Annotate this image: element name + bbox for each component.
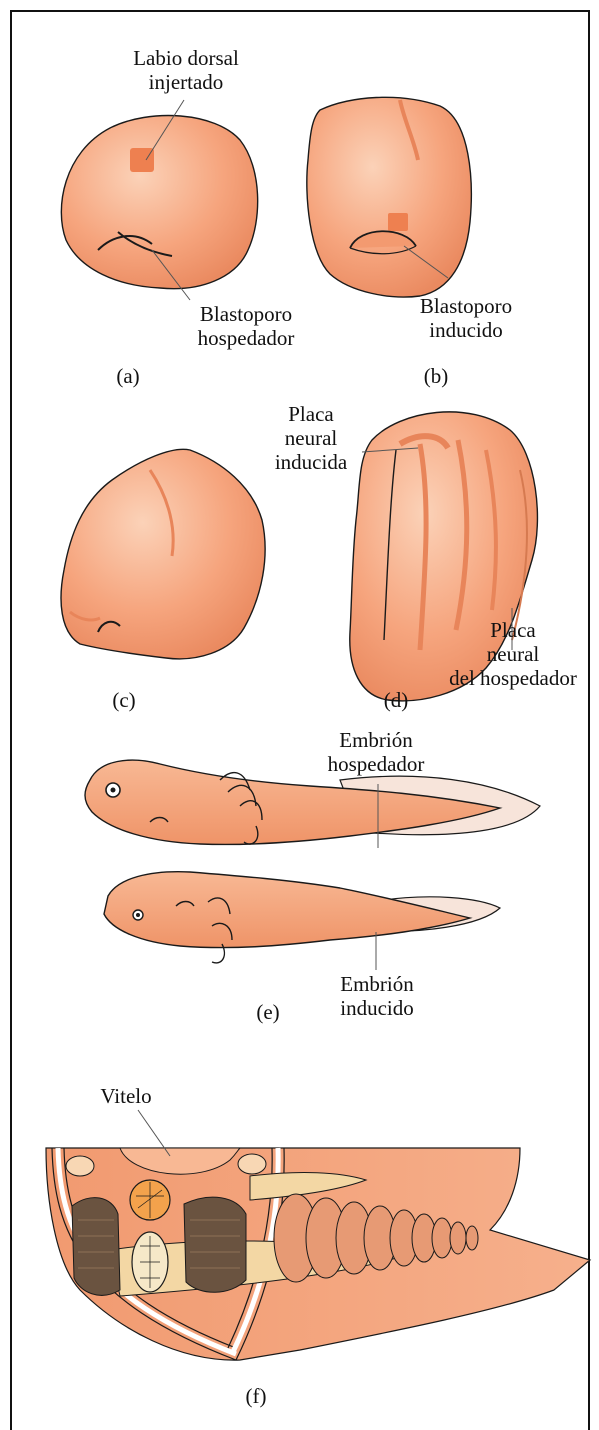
caption-f: (f) (236, 1384, 276, 1408)
panel-f (46, 1110, 590, 1360)
label-host-blastopore-line2: hospedador (176, 326, 316, 350)
induced-embryo-pupil (136, 913, 140, 917)
gastrula-host-egg (61, 116, 257, 289)
label-induced-blastopore-line2: inducido (406, 318, 526, 342)
caption-b: (b) (416, 364, 456, 388)
panel-a (61, 100, 257, 300)
label-host-embryo: Embrión hospedador (314, 728, 438, 776)
caption-a: (a) (108, 364, 148, 388)
grafted-dorsal-lip-patch (130, 148, 154, 172)
label-induced-embryo-line1: Embrión (322, 972, 432, 996)
label-induced-blastopore-line1: Blastoporo (406, 294, 526, 318)
label-host-embryo-line1: Embrión (314, 728, 438, 752)
caption-d: (d) (376, 688, 416, 712)
panel-b (307, 97, 471, 297)
label-induced-neural-plate-line1: Placa (258, 402, 364, 426)
induced-embryo-body (104, 872, 470, 948)
label-host-neural-plate-line3: del hospedador (430, 666, 596, 690)
panel-e (85, 760, 540, 970)
panel-c (61, 449, 265, 659)
label-vitelo: Vitelo (80, 1084, 172, 1108)
label-induced-neural-plate-line2: neural (258, 426, 364, 450)
label-host-neural-plate: Placa neural del hospedador (430, 618, 596, 690)
caption-e: (e) (248, 1000, 288, 1024)
label-grafted-dorsal-lip-line2: injertado (116, 70, 256, 94)
label-host-neural-plate-line1: Placa (430, 618, 596, 642)
label-host-neural-plate-line2: neural (430, 642, 596, 666)
label-host-blastopore: Blastoporo hospedador (176, 302, 316, 350)
label-induced-neural-plate: Placa neural inducida (258, 402, 364, 474)
label-host-blastopore-line1: Blastoporo (176, 302, 316, 326)
label-grafted-dorsal-lip: Labio dorsal injertado (116, 46, 256, 94)
caption-c: (c) (104, 688, 144, 712)
graft-patch-b (388, 213, 408, 231)
upper-right-tube (238, 1154, 266, 1174)
label-induced-neural-plate-line3: inducida (258, 450, 364, 474)
label-host-embryo-line2: hospedador (314, 752, 438, 776)
label-induced-embryo: Embrión inducido (322, 972, 432, 1020)
left-muscle-block (72, 1198, 120, 1296)
right-muscle-block (184, 1197, 246, 1292)
gastrula-with-induced-blastopore (307, 97, 471, 297)
host-embryo-pupil (111, 788, 116, 793)
label-induced-embryo-line2: inducido (322, 996, 432, 1020)
upper-left-tube (66, 1156, 94, 1176)
label-grafted-dorsal-lip-line1: Labio dorsal (116, 46, 256, 70)
neurula-side-view (61, 449, 265, 659)
label-induced-blastopore: Blastoporo inducido (406, 294, 526, 342)
